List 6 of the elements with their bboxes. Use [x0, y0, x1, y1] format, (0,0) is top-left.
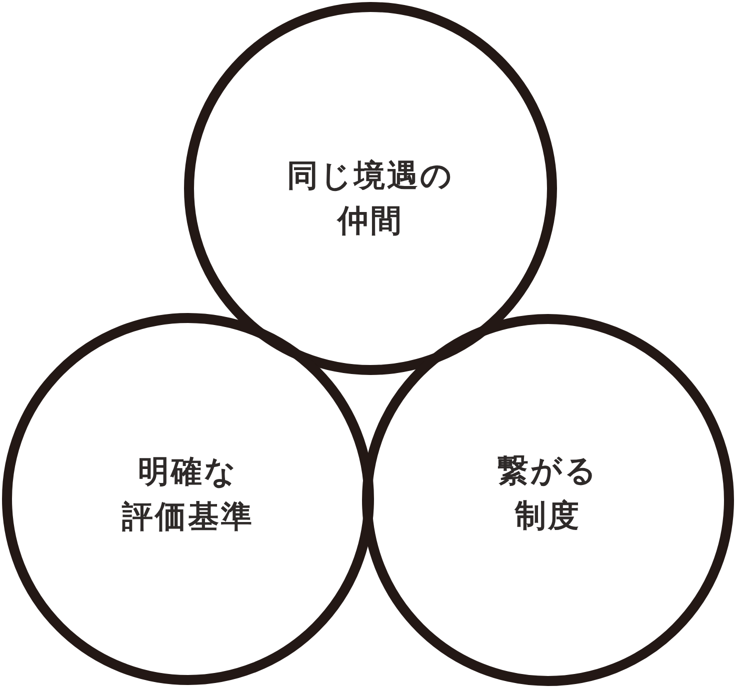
- circle-node: [2, 313, 374, 685]
- circle-node: [184, 2, 557, 375]
- topic-label: 明確な評価基準: [122, 453, 254, 537]
- circle-node: [362, 314, 734, 686]
- topic-label: 繋がる制度: [498, 452, 598, 536]
- topic-label: 同じ境遇の仲間: [287, 156, 454, 240]
